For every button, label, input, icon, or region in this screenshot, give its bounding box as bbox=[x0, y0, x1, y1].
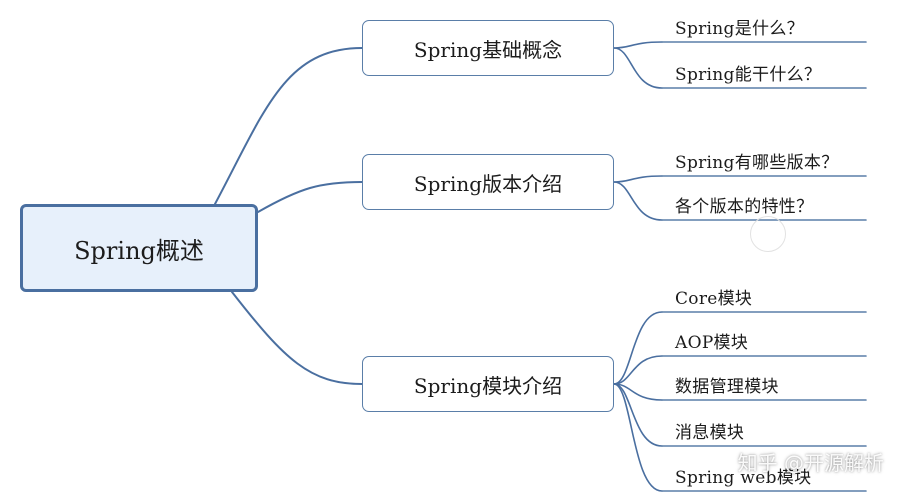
connector-root-to-versions bbox=[257, 181, 363, 213]
branch-node-modules[interactable]: Spring模块介绍 bbox=[362, 356, 614, 412]
leaf-messaging-module[interactable]: 消息模块 bbox=[675, 418, 744, 443]
leaf-core-module[interactable]: Core模块 bbox=[675, 284, 752, 309]
leaf-label: 各个版本的特性？ bbox=[675, 197, 814, 217]
connector-root-to-modules bbox=[231, 291, 363, 385]
leaf-label: Spring是什么？ bbox=[675, 19, 804, 39]
branch-node-label: Spring模块介绍 bbox=[413, 373, 563, 398]
faint-circle-artifact bbox=[750, 216, 786, 252]
leaf-version-features[interactable]: 各个版本的特性？ bbox=[675, 192, 813, 217]
connector-versions-leaf-1 bbox=[613, 181, 663, 221]
connector-basics-leaf-0 bbox=[613, 41, 663, 49]
root-node-label: Spring概述 bbox=[74, 236, 204, 265]
leaf-label: Spring web模块 bbox=[675, 468, 812, 488]
leaf-label: 消息模块 bbox=[675, 423, 745, 443]
leaf-label: Spring有哪些版本？ bbox=[675, 153, 839, 173]
watermark: 知乎 @开源解析 bbox=[738, 447, 884, 476]
connector-root-to-basics bbox=[214, 47, 363, 205]
leaf-what-is-spring[interactable]: Spring是什么？ bbox=[675, 14, 804, 39]
connector-modules-leaf-1 bbox=[613, 355, 663, 385]
leaf-label: Spring能干什么？ bbox=[675, 65, 822, 85]
connector-modules-leaf-3 bbox=[613, 383, 663, 447]
leaf-spring-versions[interactable]: Spring有哪些版本？ bbox=[675, 148, 839, 173]
leaf-label: AOP模块 bbox=[675, 333, 749, 353]
branch-node-basics[interactable]: Spring基础概念 bbox=[362, 20, 614, 76]
branch-node-label: Spring基础概念 bbox=[413, 37, 563, 62]
leaf-label: 数据管理模块 bbox=[675, 377, 779, 397]
connector-modules-leaf-0 bbox=[613, 311, 663, 385]
branch-node-label: Spring版本介绍 bbox=[413, 171, 563, 196]
connector-versions-leaf-0 bbox=[613, 175, 663, 183]
root-node[interactable]: Spring概述 bbox=[20, 204, 258, 292]
connector-basics-leaf-1 bbox=[613, 47, 663, 89]
leaf-label: Core模块 bbox=[675, 289, 753, 309]
leaf-what-can-spring-do[interactable]: Spring能干什么？ bbox=[675, 60, 821, 85]
watermark-text: 知乎 @开源解析 bbox=[737, 451, 884, 475]
leaf-aop-module[interactable]: AOP模块 bbox=[675, 328, 748, 353]
leaf-spring-web-module[interactable]: Spring web模块 bbox=[675, 463, 811, 488]
branch-node-versions[interactable]: Spring版本介绍 bbox=[362, 154, 614, 210]
leaf-data-management-module[interactable]: 数据管理模块 bbox=[675, 372, 779, 397]
connector-modules-leaf-4 bbox=[613, 383, 663, 492]
